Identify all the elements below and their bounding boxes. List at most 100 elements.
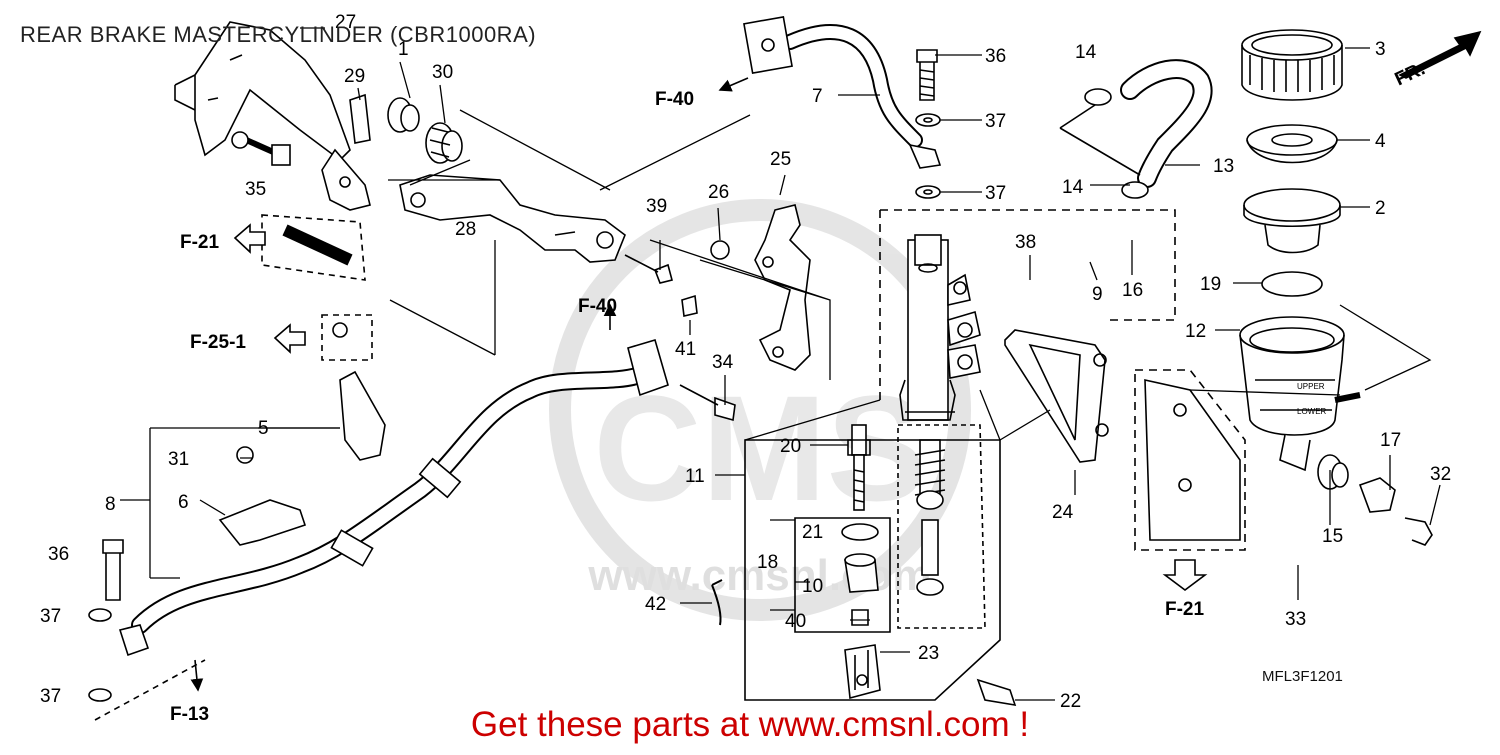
washer-37d	[88, 688, 112, 702]
part-35: 35	[245, 179, 266, 200]
lower-brake-hose	[118, 339, 669, 657]
part-18: 18	[757, 552, 778, 573]
labels: 3 4 2 19 12 17 32 15 33 13 14 14 36 37 3…	[40, 12, 1451, 725]
ref-f40-mid: F-40	[578, 296, 617, 317]
piston	[921, 519, 939, 576]
bushing-1	[387, 97, 420, 133]
part-5: 5	[258, 418, 269, 439]
part-1: 1	[398, 39, 409, 60]
mark-upper: UPPER	[1297, 382, 1325, 391]
bolt-34	[679, 384, 736, 422]
screw-31	[236, 446, 254, 464]
rubber-30	[425, 122, 463, 164]
part-14-bottom: 14	[1062, 177, 1084, 198]
part-21: 21	[802, 522, 823, 543]
kit-frame-18	[794, 517, 891, 633]
heel-guard-bracket	[174, 21, 371, 211]
bolt-group-f21	[261, 214, 366, 281]
part-15: 15	[1322, 526, 1343, 547]
bolt-36-bottom	[102, 539, 124, 601]
part-12: 12	[1185, 321, 1206, 342]
diaphragm-2	[1243, 188, 1341, 254]
bolt-32	[1404, 517, 1433, 546]
part-41: 41	[675, 339, 696, 360]
part-11: 11	[685, 466, 705, 487]
part-37-a: 37	[985, 111, 1006, 132]
part-29: 29	[344, 66, 365, 87]
part-31: 31	[168, 449, 189, 470]
plate-19	[1261, 271, 1323, 297]
nut-41	[681, 294, 698, 317]
part-19: 19	[1200, 274, 1221, 295]
leader-lines	[120, 27, 1441, 701]
piston-group	[897, 424, 986, 629]
part-40: 40	[785, 611, 806, 632]
part-36-bottom: 36	[48, 544, 69, 565]
ref-f40-top: F-40	[655, 89, 694, 110]
part-26: 26	[708, 182, 729, 203]
part-27: 27	[335, 12, 356, 33]
diagram-code: MFL3F1201	[1262, 668, 1343, 685]
part-37-d: 37	[40, 686, 61, 707]
secondary-cup	[916, 578, 944, 596]
reservoir-hose-13	[1120, 59, 1213, 188]
collar-17	[1358, 477, 1396, 513]
part-7: 7	[812, 86, 823, 107]
ref-f25: F-25-1	[190, 332, 246, 353]
part-20: 20	[780, 436, 801, 457]
frame-outline	[1134, 369, 1246, 551]
pin-22	[976, 678, 1017, 707]
ref-arrows	[94, 30, 1482, 721]
ref-f21-left: F-21	[180, 232, 220, 253]
group-frame	[879, 209, 1176, 400]
part-3: 3	[1375, 39, 1386, 60]
cotter-pin-42	[711, 579, 723, 626]
part-8: 8	[105, 494, 116, 515]
washer-37b	[915, 185, 941, 199]
master-cylinder-body	[899, 234, 981, 421]
part-24: 24	[1052, 502, 1074, 523]
part-23: 23	[918, 643, 939, 664]
part-32: 32	[1430, 464, 1451, 485]
reservoir-12	[1239, 316, 1361, 472]
part-25: 25	[770, 149, 791, 170]
bolt-group-f25	[321, 314, 373, 361]
leader	[1059, 104, 1141, 176]
part-16: 16	[1122, 280, 1143, 301]
cup	[916, 490, 944, 510]
part-9: 9	[1092, 284, 1103, 305]
brake-arm-28	[399, 174, 626, 263]
nut-40	[851, 609, 869, 626]
circlip-21	[841, 523, 879, 541]
hose-clips-14	[1084, 88, 1149, 199]
diaphragm-plate-4	[1246, 124, 1338, 164]
part-22: 22	[1060, 691, 1081, 712]
part-30: 30	[432, 62, 453, 83]
part-33: 33	[1285, 609, 1306, 630]
part-36-top: 36	[985, 46, 1006, 67]
bolt-36-top	[916, 49, 938, 101]
bolt-f25	[332, 322, 348, 338]
bolt-35	[231, 131, 249, 149]
bracket-25	[754, 204, 811, 371]
part-42: 42	[645, 594, 666, 615]
bolt-39	[624, 254, 673, 284]
bolt-f21	[282, 224, 353, 266]
watermark: CMS www.cmsnl.com	[549, 199, 971, 621]
promo-link[interactable]: Get these parts at www.cmsnl.com !	[470, 705, 1030, 744]
diagram-title: REAR BRAKE MASTERCYLINDER (CBR1000RA)	[20, 22, 537, 47]
collar-26	[710, 240, 730, 260]
mark-lower: LOWER	[1297, 407, 1327, 416]
part-6: 6	[178, 492, 189, 513]
part-10: 10	[802, 576, 823, 597]
part-28: 28	[455, 219, 476, 240]
brake-hose-top	[743, 15, 942, 169]
step-holder-27	[349, 93, 371, 144]
mounting-plate	[1144, 378, 1241, 541]
reservoir-cap-3	[1241, 29, 1343, 101]
part-2: 2	[1375, 198, 1386, 219]
part-38: 38	[1015, 232, 1036, 253]
pushrod-20	[847, 424, 871, 511]
